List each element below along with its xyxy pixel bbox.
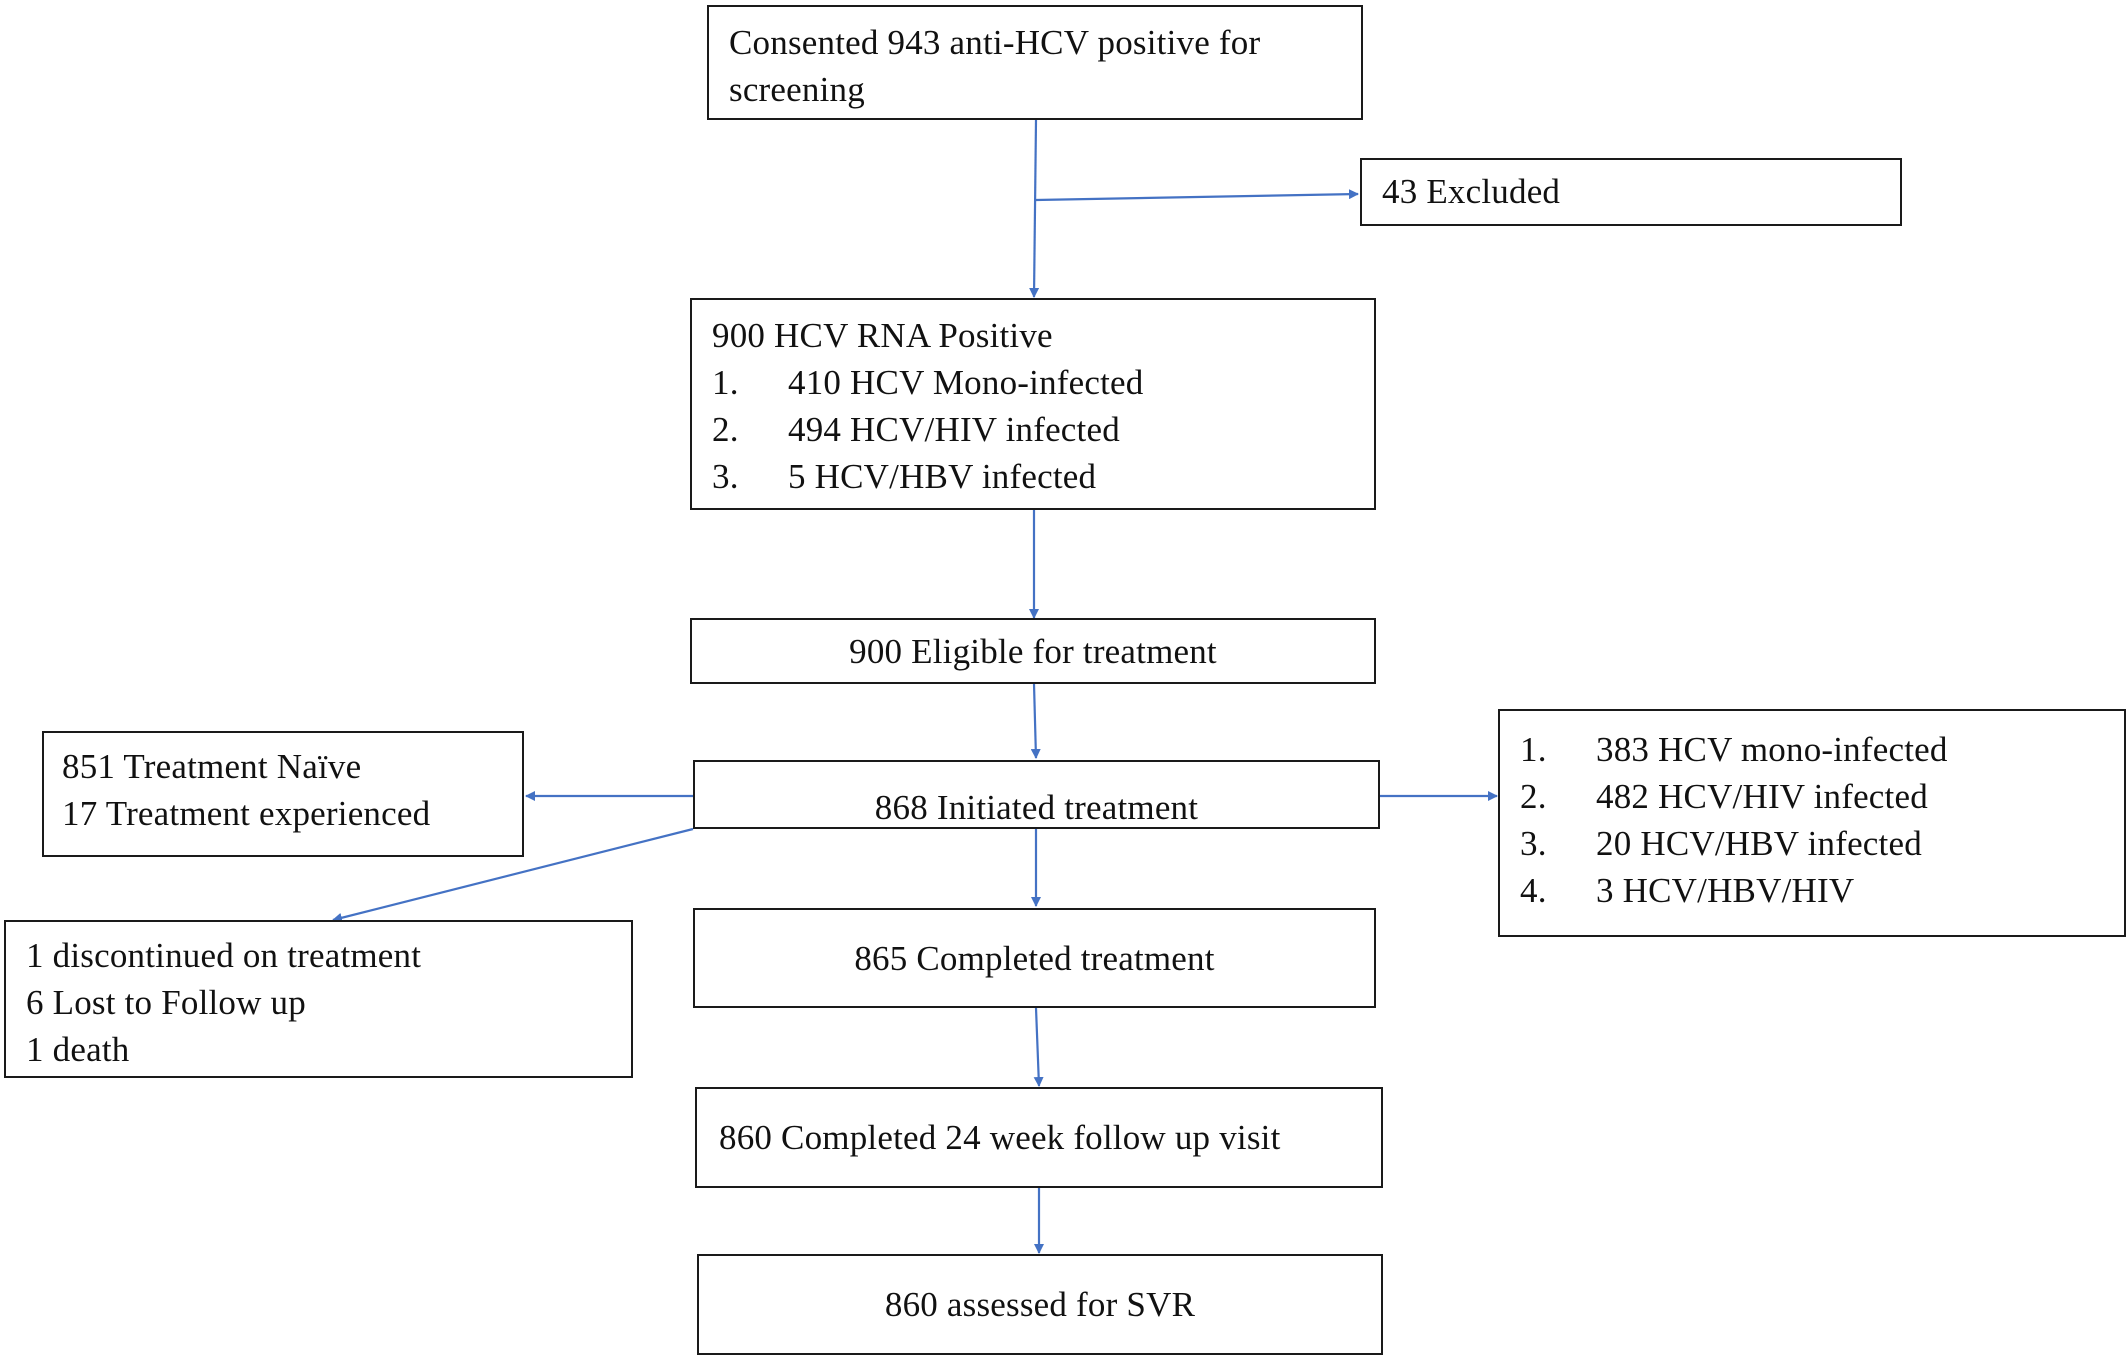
list-number: 3.	[1520, 824, 1547, 863]
consented-box: Consented 943 anti-HCV positive for scre…	[707, 5, 1363, 120]
svr-text: 860 assessed for SVR	[884, 1285, 1196, 1324]
rna-positive-item: 2. 494 HCV/HIV infected	[712, 406, 1374, 453]
list-text: 20 HCV/HBV infected	[1596, 824, 1922, 863]
list-number: 3.	[712, 457, 739, 496]
list-text: 482 HCV/HIV infected	[1596, 777, 1928, 816]
list-text: 383 HCV mono-infected	[1596, 730, 1948, 769]
treatment-history-box: 851 Treatment Naïve 17 Treatment experie…	[42, 731, 524, 857]
initiated-box: 868 Initiated treatment	[693, 760, 1380, 829]
followup-text: 860 Completed 24 week follow up visit	[719, 1118, 1281, 1157]
losses-box: 1 discontinued on treatment 6 Lost to Fo…	[4, 920, 633, 1078]
completed-text: 865 Completed treatment	[854, 939, 1215, 978]
infection-type-item: 4. 3 HCV/HBV/HIV	[1520, 867, 2124, 914]
completed-box: 865 Completed treatment	[693, 908, 1376, 1008]
treatment-history-item: 17 Treatment experienced	[62, 794, 431, 833]
list-number: 2.	[712, 410, 739, 449]
infection-types-box: 1. 383 HCV mono-infected 2. 482 HCV/HIV in…	[1498, 709, 2126, 937]
rna-positive-item: 1. 410 HCV Mono-infected	[712, 359, 1374, 406]
list-text: 494 HCV/HIV infected	[788, 410, 1120, 449]
initiated-text: 868 Initiated treatment	[874, 788, 1199, 827]
list-number: 1.	[712, 363, 739, 402]
list-number: 2.	[1520, 777, 1547, 816]
eligible-text: 900 Eligible for treatment	[849, 632, 1217, 671]
excluded-text: 43 Excluded	[1382, 172, 1561, 211]
treatment-history-item: 851 Treatment Naïve	[62, 747, 362, 786]
list-text: 5 HCV/HBV infected	[788, 457, 1097, 496]
infection-type-item: 3. 20 HCV/HBV infected	[1520, 820, 2124, 867]
consented-text-line2: screening	[729, 70, 865, 109]
infection-type-item: 2. 482 HCV/HIV infected	[1520, 773, 2124, 820]
followup-box: 860 Completed 24 week follow up visit	[695, 1087, 1383, 1188]
consented-text-line1: Consented 943 anti-HCV positive for	[729, 23, 1261, 62]
eligible-box: 900 Eligible for treatment	[690, 618, 1376, 684]
list-number: 1.	[1520, 730, 1547, 769]
arrow-eligible-to-initiated	[1030, 683, 1041, 759]
arrow-consented-to-rna	[1029, 119, 1040, 298]
excluded-box: 43 Excluded	[1360, 158, 1902, 226]
losses-item: 1 discontinued on treatment	[26, 936, 422, 975]
list-number: 4.	[1520, 871, 1547, 910]
list-text: 410 HCV Mono-infected	[788, 363, 1144, 402]
losses-item: 1 death	[26, 1030, 130, 1069]
arrow-to-excluded	[1035, 189, 1359, 202]
arrow-completed-to-followup	[1033, 1007, 1044, 1087]
infection-type-item: 1. 383 HCV mono-infected	[1520, 726, 2124, 773]
rna-positive-title: 900 HCV RNA Positive	[712, 316, 1053, 355]
rna-positive-box: 900 HCV RNA Positive 1. 410 HCV Mono-infe…	[690, 298, 1376, 510]
svr-box: 860 assessed for SVR	[697, 1254, 1383, 1355]
list-text: 3 HCV/HBV/HIV	[1596, 871, 1855, 910]
losses-item: 6 Lost to Follow up	[26, 983, 306, 1022]
rna-positive-item: 3. 5 HCV/HBV infected	[712, 453, 1374, 500]
